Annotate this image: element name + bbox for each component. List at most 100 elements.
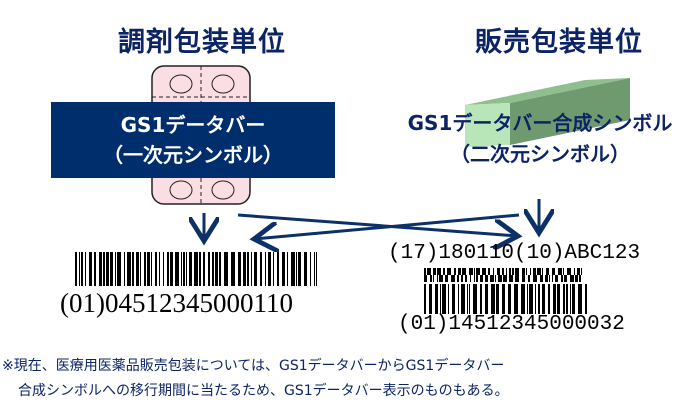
barcode-bar	[106, 252, 109, 286]
barcode-bar	[566, 284, 568, 314]
barcode-bar	[251, 252, 252, 286]
barcode-bar	[316, 252, 317, 286]
barcode-bar	[553, 284, 556, 314]
cross-arrow-left	[254, 213, 520, 239]
barcode-bar	[496, 284, 499, 314]
barcode-bar	[203, 252, 205, 286]
barcode-bar	[437, 275, 438, 282]
barcode-bar	[194, 252, 198, 286]
barcode-bar	[557, 284, 560, 314]
barcode-bar	[506, 268, 507, 275]
barcode-bar	[199, 252, 201, 286]
barcode-bar	[512, 268, 514, 275]
barcode-bar	[435, 284, 438, 314]
arrows	[0, 199, 697, 260]
barcode-bar	[552, 268, 555, 275]
barcode-bar	[570, 284, 571, 314]
barcode-bar	[546, 268, 549, 275]
barcode-bar	[186, 252, 187, 286]
barcode-bar	[424, 268, 426, 275]
barcode-bar	[581, 268, 582, 275]
barcode-bar	[183, 252, 185, 286]
barcode-bar	[552, 275, 553, 282]
gs1-databar-label-box: GS1データバー （一次元シンボル）	[51, 102, 335, 178]
barcode-bar	[527, 284, 528, 314]
barcode-bar	[442, 284, 446, 314]
barcode-bar	[85, 252, 86, 286]
footnote-line1: ※現在、医療用医薬品販売包装については、GS1データバーからGS1データバー	[2, 358, 505, 374]
barcode-bar	[424, 284, 426, 314]
barcode-bar	[509, 275, 513, 282]
barcode-bar	[314, 252, 315, 286]
barcode-bar	[144, 252, 146, 286]
barcode-bar	[265, 252, 266, 286]
right-symbol-line2: （二次元シンボル）	[450, 142, 630, 166]
barcode-bar	[529, 284, 533, 314]
barcode-bar	[549, 275, 550, 282]
right-symbol-line1: GS1データバー合成シンボル	[407, 111, 673, 135]
barcode-bar	[548, 284, 550, 314]
barcode-bar	[470, 275, 471, 282]
barcode-bar	[429, 284, 432, 314]
footnote-line2: 合成シンボルへの移行期間に当たるため、GS1データバー表示のものもある。	[18, 383, 509, 399]
barcode-bar	[443, 268, 445, 275]
barcode-bar	[440, 284, 441, 314]
barcode-bar	[170, 252, 173, 286]
barcode-bar	[458, 284, 459, 314]
barcode-bar	[490, 275, 494, 282]
barcode-bar	[298, 252, 301, 286]
barcode-bar	[515, 275, 519, 282]
barcode-bar	[577, 268, 580, 275]
sales-package-box-icon	[465, 78, 630, 147]
right-symbol-label: GS1データバー合成シンボル （二次元シンボル）	[380, 108, 697, 170]
barcode-bar	[502, 284, 505, 314]
barcode-bar	[175, 252, 179, 286]
barcode-bar	[296, 252, 297, 286]
gs1-databar-barcode	[75, 252, 317, 286]
barcode-bar	[310, 252, 311, 286]
barcode-bar	[488, 268, 490, 275]
barcode-bar	[491, 284, 495, 314]
barcode-bar	[461, 275, 463, 282]
barcode-bar	[448, 284, 449, 314]
barcode-bar	[151, 252, 152, 286]
barcode-bar	[451, 275, 455, 282]
barcode-bar	[167, 252, 169, 286]
barcode-bar	[465, 275, 467, 282]
barcode-bar	[467, 284, 468, 314]
barcode-bar	[522, 275, 525, 282]
barcode-bar	[526, 268, 527, 275]
barcode-bar	[574, 268, 575, 275]
barcode-bar	[260, 252, 262, 286]
barcode-bar	[89, 252, 92, 286]
barcode-bar	[452, 284, 455, 314]
barcode-bar	[480, 284, 482, 314]
left-barcode-text: (01)04512345000110	[60, 288, 293, 318]
barcode-bar	[215, 252, 218, 286]
barcode-bar	[447, 268, 451, 275]
barcode-bar	[99, 252, 102, 286]
barcode-bar	[572, 284, 575, 314]
barcode-bar	[480, 275, 483, 282]
barcode-bar	[224, 252, 228, 286]
barcode-bar	[493, 268, 494, 275]
barcode-bar	[522, 268, 525, 275]
right-barcode-text: (01)14512345000032	[398, 313, 625, 336]
barcode-bar	[243, 252, 246, 286]
barcode-bar	[445, 275, 448, 282]
barcode-bar	[208, 252, 210, 286]
barcode-bar	[474, 275, 475, 282]
barcode-bar	[304, 252, 307, 286]
barcode-bar	[110, 252, 113, 286]
barcode-bar	[457, 275, 459, 282]
barcode-bar	[159, 252, 160, 286]
barcode-bar	[542, 284, 545, 314]
barcode-bar	[567, 268, 571, 275]
barcode-bar	[570, 275, 574, 282]
barcode-bar	[578, 284, 582, 314]
barcode-bar	[81, 252, 83, 286]
barcode-bar	[268, 252, 271, 286]
barcode-bar	[427, 268, 431, 275]
barcode-bar	[508, 284, 511, 314]
barcode-bar	[497, 268, 500, 275]
